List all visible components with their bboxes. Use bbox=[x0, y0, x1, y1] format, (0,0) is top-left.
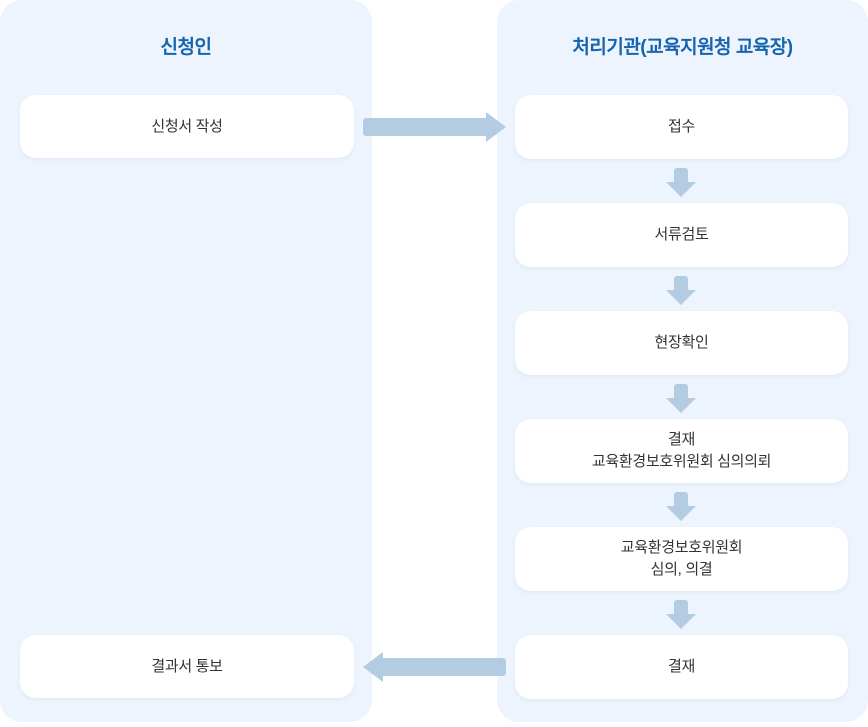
arrow-shaft bbox=[380, 658, 506, 676]
arrow-shaft bbox=[674, 492, 688, 508]
arrow-down-icon bbox=[666, 276, 696, 305]
arrow-down-icon bbox=[666, 492, 696, 521]
arrow-head bbox=[486, 112, 506, 142]
arrow-head bbox=[363, 652, 383, 682]
step-card-label-line-1: 결재 bbox=[667, 431, 695, 449]
step-card-label: 신청서 작성 bbox=[151, 117, 223, 135]
arrow-down-icon bbox=[666, 168, 696, 197]
arrow-right-icon bbox=[363, 112, 506, 142]
step-card-apply-form: 신청서 작성 bbox=[20, 95, 354, 158]
step-card-final-approval: 결재 bbox=[515, 635, 848, 699]
arrow-shaft bbox=[674, 276, 688, 292]
arrow-shaft bbox=[674, 600, 688, 616]
step-card-label: 서류검토 bbox=[654, 226, 709, 244]
arrow-shaft bbox=[674, 384, 688, 400]
step-card-label-line-1: 교육환경보호위원회 bbox=[620, 539, 743, 557]
arrow-shaft bbox=[363, 118, 489, 136]
column-title-agency: 처리기관(교육지원청 교육장) bbox=[572, 37, 793, 58]
column-title-applicant: 신청인 bbox=[160, 37, 212, 58]
arrow-left-icon bbox=[363, 652, 506, 682]
step-card-label: 현장확인 bbox=[654, 334, 709, 352]
arrow-head bbox=[666, 290, 696, 305]
step-card-label: 결재 bbox=[667, 658, 695, 676]
step-card-committee-decision: 교육환경보호위원회 심의, 의결 bbox=[515, 527, 848, 591]
step-card-result-notice: 결과서 통보 bbox=[20, 635, 354, 698]
arrow-shaft bbox=[674, 168, 688, 184]
step-card-label: 접수 bbox=[667, 118, 695, 136]
step-card-text: 결재 교육환경보호위원회 심의의뢰 bbox=[591, 429, 772, 473]
step-card-label-line-2: 교육환경보호위원회 심의의뢰 bbox=[591, 453, 772, 470]
arrow-down-icon bbox=[666, 600, 696, 629]
step-card-receipt: 접수 bbox=[515, 95, 848, 159]
step-card-site-check: 현장확인 bbox=[515, 311, 848, 375]
arrow-head bbox=[666, 398, 696, 413]
step-card-label: 결과서 통보 bbox=[151, 657, 223, 675]
step-card-text: 교육환경보호위원회 심의, 의결 bbox=[621, 537, 743, 581]
step-card-approval-request: 결재 교육환경보호위원회 심의의뢰 bbox=[515, 419, 848, 483]
arrow-head bbox=[666, 182, 696, 197]
arrow-head bbox=[666, 506, 696, 521]
step-card-label-line-2: 심의, 의결 bbox=[650, 561, 713, 578]
step-card-document-review: 서류검토 bbox=[515, 203, 848, 267]
arrow-head bbox=[666, 614, 696, 629]
arrow-down-icon bbox=[666, 384, 696, 413]
